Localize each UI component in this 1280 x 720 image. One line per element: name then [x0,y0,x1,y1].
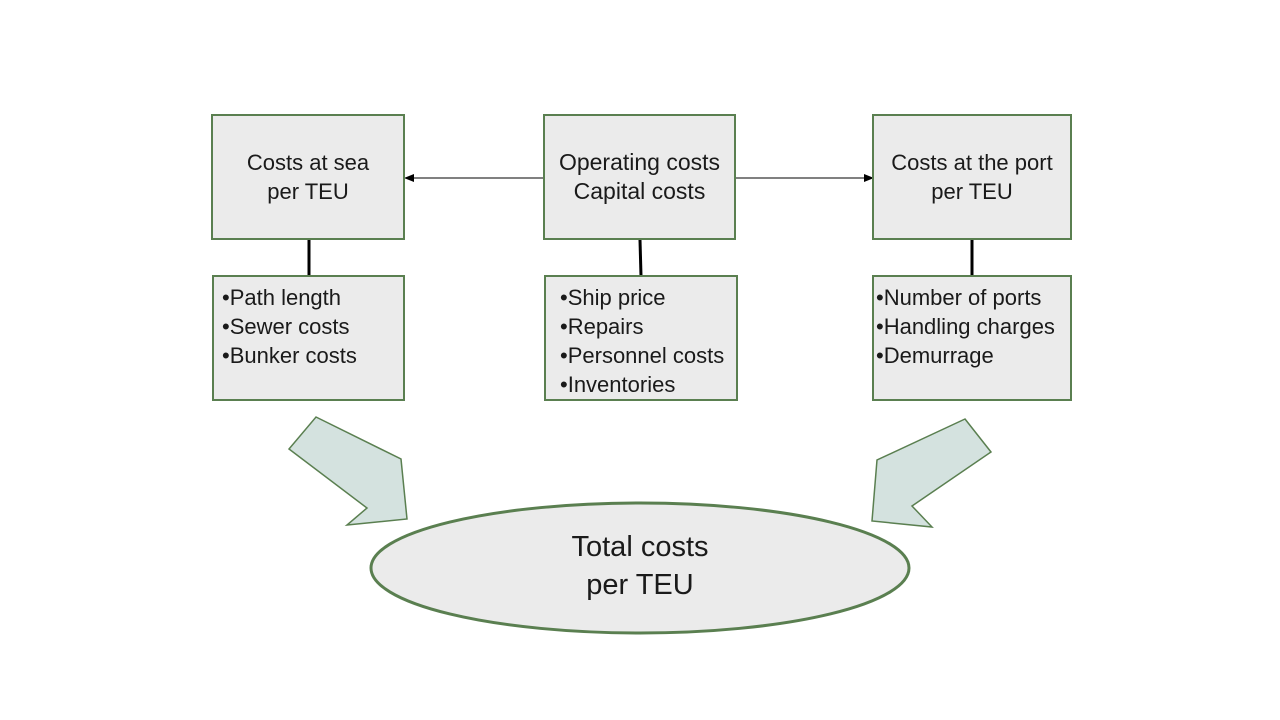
costs-at-sea-line-1: Costs at sea [246,150,370,175]
block-arrow-left [287,416,408,526]
list-item: Personnel costs [560,341,736,370]
operating-cost-factors-list: Ship price Repairs Personnel costs Inven… [544,275,738,401]
operating-capital-costs-box: Operating costs Capital costs [543,114,736,240]
block-arrow-right [871,418,993,528]
total-costs-line-1: Total costs [571,531,709,563]
list-item: Bunker costs [222,341,403,370]
list-item: Inventories [560,370,736,399]
total-costs-ellipse [369,501,911,635]
capital-costs-label: Capital costs [573,178,706,204]
operating-costs-label: Operating costs [558,149,721,175]
total-costs-label: Total costs per TEU [372,528,908,604]
costs-at-sea-box: Costs at sea per TEU [211,114,405,240]
list-item: Handling charges [876,312,1070,341]
connector-center [638,239,643,277]
list-item: Demurrage [876,341,1070,370]
costs-at-port-line-1: Costs at the port [891,150,1053,175]
list-item: Ship price [560,283,736,312]
sea-cost-factors-list: Path length Sewer costs Bunker costs [212,275,405,401]
port-cost-factors-list: Number of ports Handling charges Demurra… [872,275,1072,401]
list-item: Number of ports [876,283,1070,312]
total-costs-line-2: per TEU [586,569,694,601]
list-item: Repairs [560,312,736,341]
list-item: Sewer costs [222,312,403,341]
costs-at-sea-line-2: per TEU [267,179,349,204]
list-item: Path length [222,283,403,312]
costs-at-port-box: Costs at the port per TEU [872,114,1072,240]
costs-at-port-line-2: per TEU [931,179,1013,204]
